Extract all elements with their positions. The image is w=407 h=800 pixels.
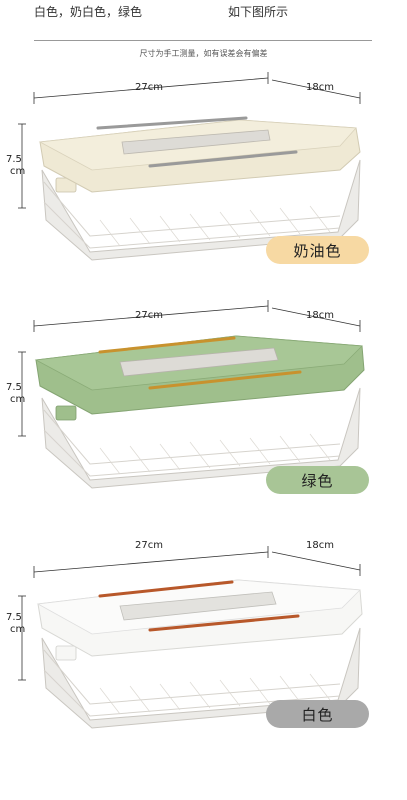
container-illustration bbox=[18, 72, 361, 261]
container-illustration bbox=[18, 300, 365, 489]
colors-text: 白色，奶白色，绿色 bbox=[34, 5, 143, 19]
color-badge: 绿色 bbox=[266, 466, 369, 494]
height-label: 7.5 bbox=[6, 612, 22, 623]
height-unit-label: cm bbox=[10, 166, 26, 177]
variant-white: 27cm 18cm 7.5 cm 白色 bbox=[0, 530, 407, 760]
height-unit-label: cm bbox=[10, 624, 26, 635]
variant-green: 27cm 18cm 7.5 cm 绿色 bbox=[0, 300, 407, 530]
header-bar: 白色，奶白色，绿色 如下图所示 bbox=[0, 0, 407, 22]
color-badge: 奶油色 bbox=[266, 236, 369, 264]
length-label: 27cm bbox=[135, 540, 163, 551]
width-label: 18cm bbox=[306, 82, 334, 93]
length-label: 27cm bbox=[135, 82, 163, 93]
height-unit-label: cm bbox=[10, 394, 26, 405]
shown-text: 如下图所示 bbox=[228, 5, 289, 19]
measure-note: 尺寸为手工测量，如有误差会有偏差 bbox=[139, 49, 268, 58]
variant-cream: 27cm 18cm 7.5 cm 奶油色 bbox=[0, 70, 407, 300]
height-label: 7.5 bbox=[6, 154, 22, 165]
divider bbox=[34, 40, 372, 41]
width-label: 18cm bbox=[306, 540, 334, 551]
container-illustration bbox=[18, 546, 363, 729]
color-badge: 白色 bbox=[266, 700, 369, 728]
height-label: 7.5 bbox=[6, 382, 22, 393]
length-label: 27cm bbox=[135, 310, 163, 321]
width-label: 18cm bbox=[306, 310, 334, 321]
